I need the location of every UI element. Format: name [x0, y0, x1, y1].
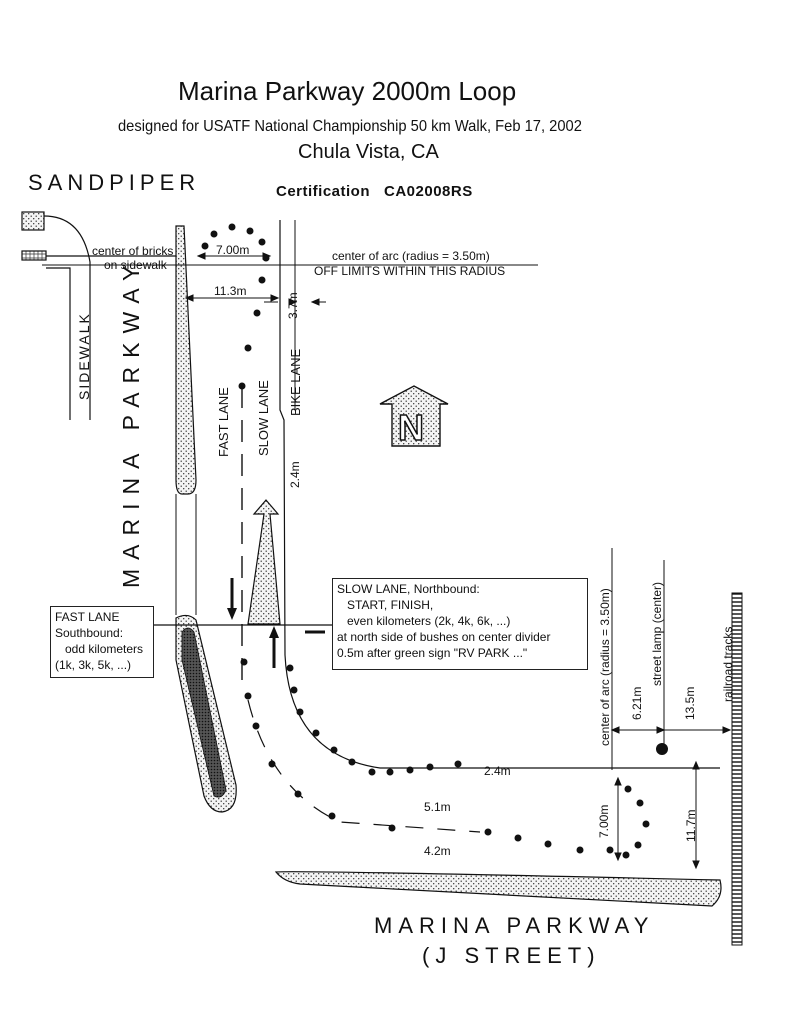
north-arrow-icon: N — [379, 385, 449, 449]
map-city: Chula Vista, CA — [298, 141, 439, 163]
sidewalk-curve — [43, 215, 91, 420]
bike-lane-label: BIKE LANE — [288, 348, 303, 416]
fast-box-line-1: FAST LANE — [55, 610, 120, 624]
slow-lane-dots — [286, 664, 462, 776]
fast-box-line-3: odd kilometers — [65, 642, 144, 656]
fast-box-line-2: Southbound: — [55, 626, 124, 640]
railroad-note: railroad tracks — [721, 626, 735, 702]
slow-lane-start-box: SLOW LANE, Northbound: START, FINISH, ev… — [332, 578, 588, 670]
bike-lane-width: 2.4m — [288, 461, 302, 488]
street-marina-parkway-south: MARINA PARKWAY — [374, 913, 655, 938]
fast-box-line-4: (1k, 3k, 5k, ...) — [55, 658, 132, 672]
bike-lane-line — [279, 220, 720, 769]
north-arc-dots — [201, 223, 270, 390]
bricks-symbol — [21, 211, 45, 231]
certification-number: Certification CA02008RS — [276, 183, 473, 200]
arc-south-note: center of arc (radius = 3.50m) — [598, 588, 612, 746]
bricks-marker — [21, 250, 47, 261]
arc-north-note-2: OFF LIMITS WITHIN THIS RADIUS — [314, 264, 506, 278]
street-sandpiper: SANDPIPER — [28, 170, 201, 195]
north-letter: N — [398, 407, 424, 448]
map-subtitle: designed for USATF National Championship… — [118, 118, 582, 135]
arc-north-note-1: center of arc (radius = 3.50m) — [332, 249, 490, 263]
south-curve-slow: 5.1m — [424, 800, 451, 814]
north-width: 11.3m — [214, 284, 247, 298]
street-lamp — [656, 743, 668, 755]
dimensions — [184, 252, 732, 870]
railroad-tracks — [731, 592, 743, 946]
sidewalk-corner — [21, 211, 178, 420]
slow-box-line-3: even kilometers (2k, 4k, 6k, ...) — [347, 614, 511, 628]
street-j-street: (J STREET) — [422, 943, 601, 968]
northbound-arrow — [247, 499, 281, 625]
bike-lane-top: 3.7m — [286, 292, 300, 319]
street-lamp-note: street lamp (center) — [650, 581, 664, 686]
south-curve-fast: 4.2m — [424, 844, 451, 858]
fast-lane-box: FAST LANE Southbound: odd kilometers (1k… — [50, 606, 154, 678]
slow-box-line-2: START, FINISH, — [347, 598, 434, 612]
south-arc-diameter: 7.00m — [597, 804, 611, 838]
slow-box-line-4: at north side of bushes on center divide… — [337, 630, 551, 644]
fast-lane-dots — [240, 658, 584, 854]
slow-box-line-1: SLOW LANE, Northbound: — [337, 582, 480, 596]
south-arc-dots — [606, 785, 650, 859]
lamp-offset: 6.21m — [630, 686, 644, 720]
median-north — [175, 225, 197, 495]
rail-offset: 13.5m — [683, 686, 697, 720]
south-curve-bike: 2.4m — [484, 764, 511, 778]
bricks-note-2: on sidewalk — [104, 258, 167, 272]
fast-lane-label: FAST LANE — [216, 387, 231, 457]
map-title: Marina Parkway 2000m Loop — [178, 76, 517, 106]
bushes-dense — [181, 627, 227, 798]
median-south — [274, 871, 722, 907]
north-arc-diameter: 7.00m — [216, 243, 250, 257]
street-marina-parkway: MARINA PARKWAY — [118, 256, 144, 588]
slow-box-line-5: 0.5m after green sign "RV PARK ..." — [337, 646, 528, 660]
street-sidewalk: SIDEWALK — [76, 312, 92, 400]
rail-south: 11.7m — [684, 809, 698, 842]
slow-lane-label: SLOW LANE — [256, 380, 271, 456]
bricks-note-1: center of bricks — [92, 244, 174, 258]
